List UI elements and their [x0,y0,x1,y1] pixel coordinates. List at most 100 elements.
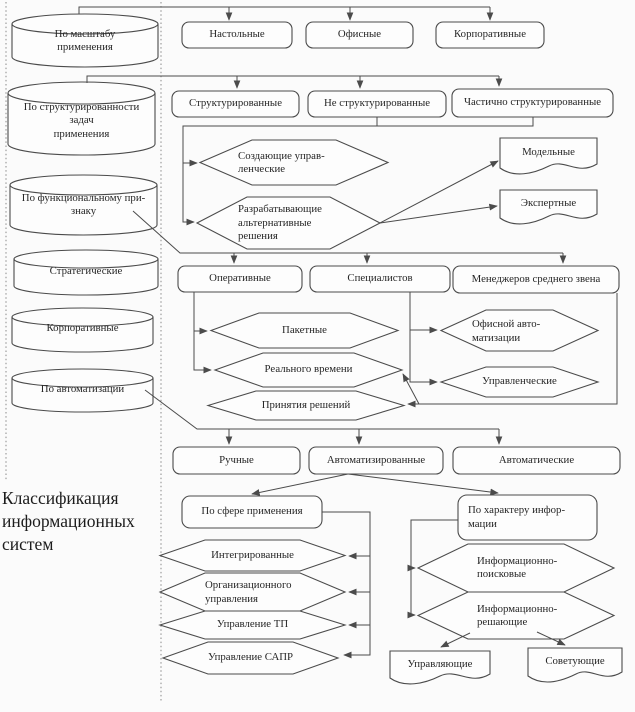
box-by-application-area-label: По сфере применения [201,505,303,518]
document-model-shape [499,137,598,175]
box-manual-label: Ручные [219,453,254,466]
label-line: матизации [472,331,521,344]
label-line: знаку [70,205,97,217]
box-corporate-shape [435,21,545,49]
hexagon-integrated-shape [158,539,347,572]
box-automatic-label: Автоматические [498,453,575,466]
cylinder-automation-shape [11,368,154,413]
label-line: Информационно- [477,602,558,615]
label-line: ленческие [238,163,286,175]
connectors [78,6,618,659]
cylinder-structuredness-lid [7,92,156,105]
label-line: применения [53,127,110,140]
cylinder-strategic-lid [13,258,159,269]
hexagon-decision-making-label: Принятия решений [261,398,351,411]
label-line: Создающие управ- [238,149,325,162]
document-expert-label: Экспертные [520,197,577,210]
page-title-line: Классификация [2,488,119,508]
cylinder-scale-label: По масштабу применения [12,22,158,60]
box-operational-label: Оперативные [209,272,271,285]
hexagon-office-automation-label: Офисной авто- матизации [472,312,592,351]
hexagon-real-time-label: Реального времени [264,363,353,376]
box-unstructured-label: Не структурированные [324,97,430,110]
hexagon-developing-alternative-label: Разрабатывающие альтернативные решения [238,198,373,249]
box-desktop-shape [181,21,293,49]
document-advising-label: Советующие [545,655,605,668]
box-shapes [171,21,621,541]
document-advising-shape [527,647,623,683]
box-automated-label: Автоматизированные [326,453,426,466]
box-partially-structured-label: Частично структурированные [463,96,602,109]
arrow-managers-to-decision-making [407,293,618,408]
hexagon-sapr-management-shape [161,641,340,675]
connector-automation-bracket [144,389,499,430]
hexagon-info-search-label: Информационно- поисковые [477,546,609,590]
cylinder-corporate-shape [11,307,154,353]
label-line: управления [205,592,259,605]
label-line: По функциональному при- [21,191,146,204]
box-automated-shape [308,446,444,475]
document-model-label: Модельные [522,146,575,159]
box-operational-shape [177,265,303,293]
label-line: поисковые [477,568,526,580]
cylinder-shapes [7,13,159,413]
hexagon-batch-label: Пакетные [282,323,327,336]
box-desktop-label: Настольные [209,28,265,41]
cylinder-scale-lid [11,23,159,35]
arrow-operational-to-real-time [193,292,212,374]
connector-functional-bracket [132,210,563,254]
box-middle-managers-label: Менеджеров среднего звена [471,272,601,285]
cylinder-structuredness-label: По структурированности задач применения [8,96,155,146]
label-line: Информационно- [477,554,558,567]
label-line: Организационного [205,579,292,592]
hexagon-managerial-shape [439,366,600,398]
box-corporate-label: Корпоративные [454,28,526,41]
arrow-area-to-sapr [322,511,371,659]
label-line: мации [468,517,497,530]
hexagon-real-time-shape [213,352,404,388]
arrow-managers-to-real-time [402,373,420,405]
box-automatic-shape [452,446,621,475]
arrow-automated-to-information-nature [347,473,499,496]
arrow-to-expert-doc [379,203,498,224]
hexagon-managerial-label: Управленческие [482,375,557,388]
cylinder-corporate-lid [11,316,154,327]
box-manual-shape [172,446,301,475]
arrow-to-advising-doc [536,631,566,646]
hexagon-org-management-label: Организационного управления [205,574,340,611]
box-office-shape [305,21,414,49]
label-line: По структурированности [23,100,140,113]
label-line: По масштабу [54,27,116,40]
hexagon-info-deciding-label: Информационно- решающие [477,594,609,638]
hexagon-tp-management-shape [158,610,347,640]
label-line: задач [69,114,94,127]
document-controlling-shape [389,650,491,685]
arrow-to-developing-alternative [182,117,534,226]
page-title-line: систем [2,534,54,555]
document-controlling-label: Управляющие [407,658,473,671]
box-specialists-shape [309,265,451,293]
cylinder-automation-label: По автоматизации [40,383,125,396]
cylinder-automation-lid [11,377,154,388]
box-middle-managers-shape [452,265,620,294]
page-title: Классификация информационных систем [2,487,160,556]
connector-structuredness-bracket [86,75,499,83]
hexagon-integrated-label: Интегрированные [211,548,294,561]
cylinder-structuredness-shape [7,81,156,156]
cylinder-functional-lid [9,184,158,196]
document-expert-shape [499,189,598,225]
cylinder-functional-label: По функциональному при- знаку [10,186,157,224]
arrow-specialists-to-managerial [409,292,438,386]
hexagon-sapr-management-label: Управление САПР [207,651,294,664]
label-line: решающие [477,616,528,628]
hexagon-info-deciding-shape [416,591,616,640]
box-structured-shape [171,90,300,118]
hexagon-tp-management-label: Управление ТП [216,618,289,631]
cylinder-corporate-label: Корпоративные [46,322,119,335]
box-structured-label: Структурированные [189,97,282,110]
label-line: применения [57,41,113,53]
hexagon-shapes [158,139,616,675]
label-line: альтернативные [238,216,312,229]
